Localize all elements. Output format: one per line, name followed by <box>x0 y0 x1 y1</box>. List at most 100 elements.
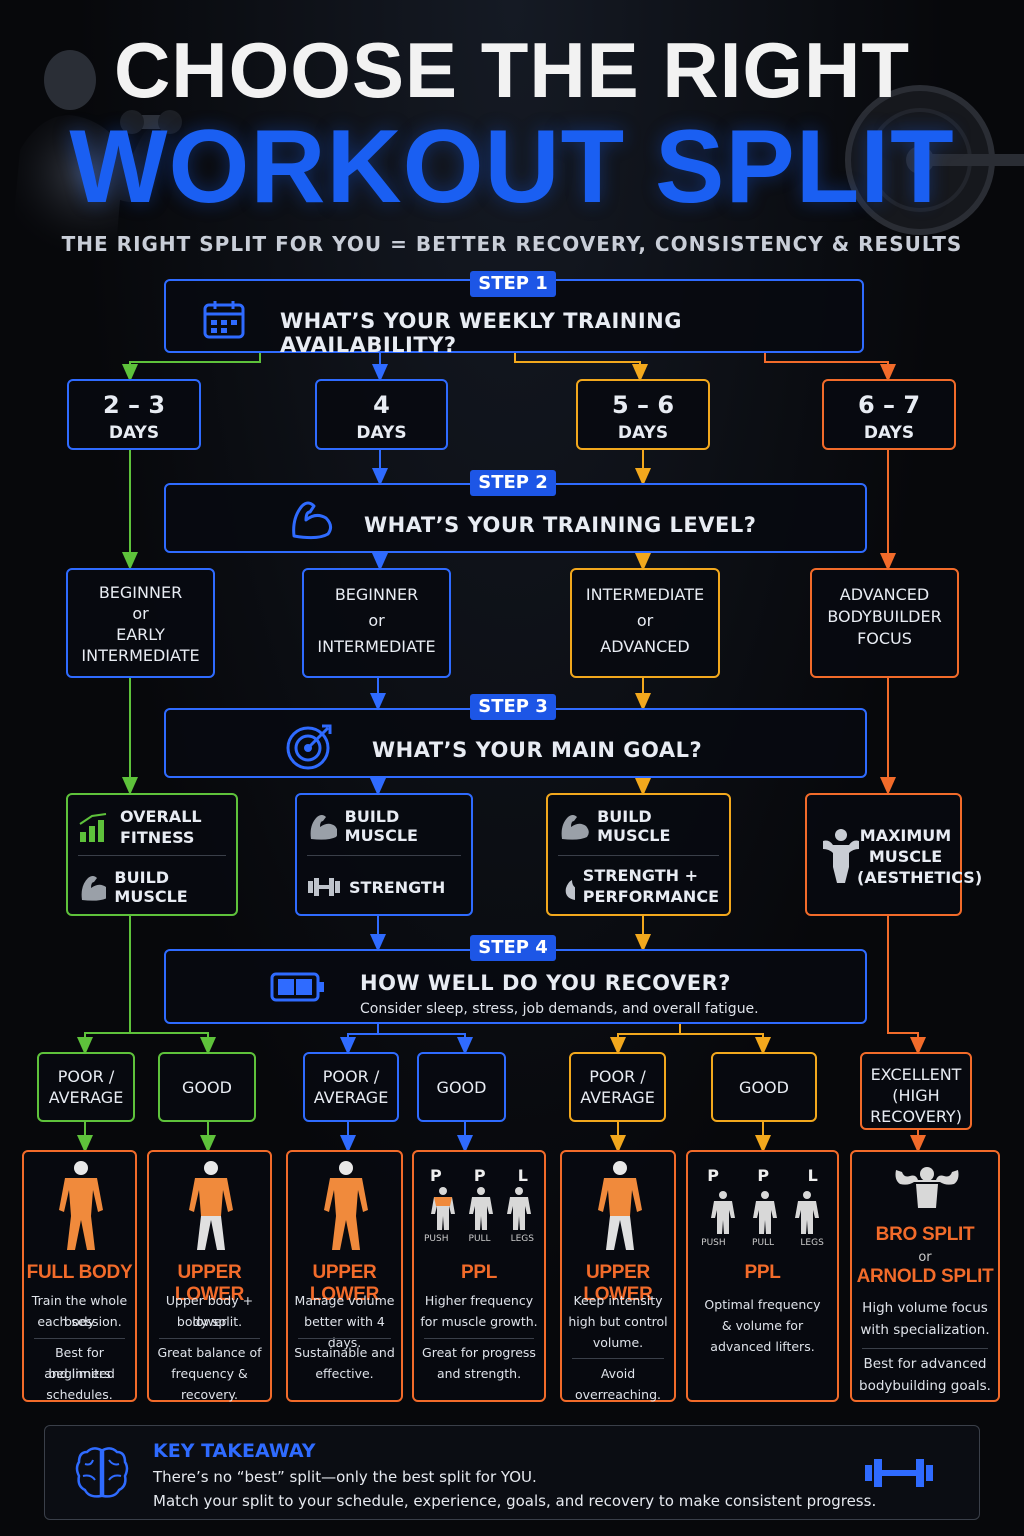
recovery-label: GOOD <box>182 1078 232 1097</box>
days-option-value: 4 <box>373 391 390 419</box>
key-takeaway-panel: KEY TAKEAWAY There’s no “best” split—onl… <box>44 1425 980 1520</box>
goal-option-3[interactable]: BUILD MUSCLE STRENGTH + PERFORMANCE <box>546 793 731 916</box>
split-desc: High volume focus <box>862 1300 988 1316</box>
battery-icon <box>270 972 324 1002</box>
takeaway-title: KEY TAKEAWAY <box>153 1440 316 1462</box>
result-card-upper-lower-3[interactable]: UPPER LOWER Keep intensity high but cont… <box>560 1150 676 1402</box>
takeaway-line-1: There’s no “best” split—only the best sp… <box>153 1468 537 1486</box>
bodybuilder-icon <box>823 829 859 883</box>
recovery-option-3[interactable]: POOR / AVERAGE <box>303 1052 399 1122</box>
level-option-4[interactable]: ADVANCED BODYBUILDER FOCUS <box>810 568 959 678</box>
recovery-option-2[interactable]: GOOD <box>158 1052 256 1122</box>
ppl-letter: P <box>707 1166 719 1185</box>
ppl-sub-label: PULL <box>752 1238 775 1248</box>
ppl-letter: L <box>807 1166 818 1185</box>
result-card-upper-lower-2[interactable]: UPPER LOWER Manage volume better with 4 … <box>286 1150 403 1402</box>
result-card-upper-lower-1[interactable]: UPPER LOWER Upper body + lower body spli… <box>147 1150 272 1402</box>
goal-label: BUILD MUSCLE <box>114 868 188 906</box>
split-note: and limited schedules. <box>44 1366 115 1402</box>
step2-question: WHAT’S YOUR TRAINING LEVEL? <box>364 513 757 537</box>
result-card-full-body[interactable]: FULL BODY Train the whole body each sess… <box>22 1150 137 1402</box>
step1-badge: STEP 1 <box>470 271 556 297</box>
split-desc: Higher frequency <box>424 1293 534 1308</box>
split-or: or <box>918 1250 932 1265</box>
recovery-label: GOOD <box>436 1078 487 1097</box>
level-line: INTERMEDIATE <box>317 637 436 656</box>
flame-icon <box>565 880 575 900</box>
dumbbell-icon <box>308 878 340 896</box>
body-upper-lower-icon <box>598 1161 642 1250</box>
days-option-label: DAYS <box>863 423 915 443</box>
level-option-3[interactable]: INTERMEDIATE or ADVANCED <box>570 568 720 678</box>
result-card-bro-arnold[interactable]: BRO SPLIT or ARNOLD SPLIT High volume fo… <box>850 1150 1000 1402</box>
step4-badge: STEP 4 <box>470 935 556 961</box>
days-option-value: 2 – 3 <box>102 391 166 419</box>
athlete-silhouette-icon <box>10 50 182 260</box>
dumbbell-icon <box>865 1459 933 1487</box>
days-option-value: 5 – 6 <box>611 391 675 419</box>
days-option-4[interactable]: 6 – 7 DAYS <box>822 379 956 450</box>
split-note: bodybuilding goals. <box>859 1378 991 1394</box>
split-name: PPL <box>744 1262 781 1283</box>
split-desc: Optimal frequency <box>704 1297 821 1312</box>
recovery-label: EXCELLENT <box>870 1065 962 1084</box>
days-option-label: DAYS <box>356 423 407 443</box>
level-option-1[interactable]: BEGINNER or EARLY INTERMEDIATE <box>66 568 215 678</box>
split-desc: for muscle growth. <box>420 1314 538 1329</box>
goal-label: MUSCLE <box>868 847 943 866</box>
level-line: ADVANCED <box>600 637 690 656</box>
step4-note: Consider sleep, stress, job demands, and… <box>360 1001 759 1017</box>
split-name: UPPER LOWER <box>309 1262 380 1305</box>
title-line-2: WORKOUT SPLIT <box>69 109 955 225</box>
recovery-option-6[interactable]: GOOD <box>711 1052 817 1122</box>
goal-option-2[interactable]: BUILD MUSCLE STRENGTH <box>295 793 473 916</box>
flexing-bodybuilder-icon <box>895 1167 959 1208</box>
goal-label: PERFORMANCE <box>582 887 719 906</box>
days-option-2[interactable]: 4 DAYS <box>315 379 448 450</box>
three-body-icons <box>431 1187 531 1230</box>
ppl-letter: P <box>430 1166 442 1185</box>
recovery-option-1[interactable]: POOR / AVERAGE <box>37 1052 135 1122</box>
recovery-option-5[interactable]: POOR / AVERAGE <box>569 1052 666 1122</box>
level-option-2[interactable]: BEGINNER or INTERMEDIATE <box>302 568 451 678</box>
days-option-1[interactable]: 2 – 3 DAYS <box>67 379 201 450</box>
ppl-letter: P <box>473 1166 486 1185</box>
ppl-sub-label: LEGS <box>510 1234 534 1244</box>
split-name: UPPER LOWER <box>174 1262 245 1305</box>
split-desc: each session. <box>37 1314 122 1329</box>
split-note: Avoid overreaching. <box>575 1366 661 1402</box>
level-line: ADVANCED <box>839 585 930 604</box>
recovery-label: AVERAGE <box>48 1088 124 1107</box>
split-desc: & volume for <box>721 1318 804 1333</box>
step3-badge: STEP 3 <box>470 694 556 720</box>
bicep-icon <box>310 815 337 840</box>
goal-label: STRENGTH + <box>582 866 699 885</box>
goal-label: BUILD MUSCLE <box>344 807 418 845</box>
level-line: INTERMEDIATE <box>585 585 705 604</box>
barbell-plate-icon <box>845 85 1024 235</box>
split-desc: volume. <box>592 1335 644 1350</box>
goal-label: BUILD MUSCLE <box>597 807 671 845</box>
level-line: BODYBUILDER <box>827 607 942 626</box>
bicep-icon <box>561 815 589 840</box>
recovery-option-4[interactable]: GOOD <box>417 1052 506 1122</box>
subtitle: THE RIGHT SPLIT FOR YOU = BETTER RECOVER… <box>61 232 963 256</box>
split-name: PPL <box>460 1262 498 1283</box>
result-card-ppl-1[interactable]: P P L PUSH PULL LEGS PPL Higher frequenc… <box>412 1150 546 1402</box>
days-option-label: DAYS <box>617 423 669 443</box>
ppl-sub-label: PULL <box>468 1234 491 1244</box>
split-desc: Upper body + lower <box>165 1293 254 1329</box>
result-card-ppl-2[interactable]: P P L PUSH PULL LEGS PPL Optimal frequen… <box>686 1150 839 1402</box>
split-note: effective. <box>315 1366 374 1381</box>
three-body-icons <box>711 1191 819 1234</box>
level-line: or <box>368 611 385 630</box>
level-line: EARLY <box>116 625 165 644</box>
days-option-3[interactable]: 5 – 6 DAYS <box>576 379 710 450</box>
bicep-icon <box>81 876 107 901</box>
recovery-option-7[interactable]: EXCELLENT (HIGH RECOVERY) <box>860 1052 972 1130</box>
goal-option-4[interactable]: MAXIMUM MUSCLE (AESTHETICS) <box>805 793 982 916</box>
level-line: INTERMEDIATE <box>81 646 200 665</box>
goal-label: STRENGTH <box>349 877 446 897</box>
